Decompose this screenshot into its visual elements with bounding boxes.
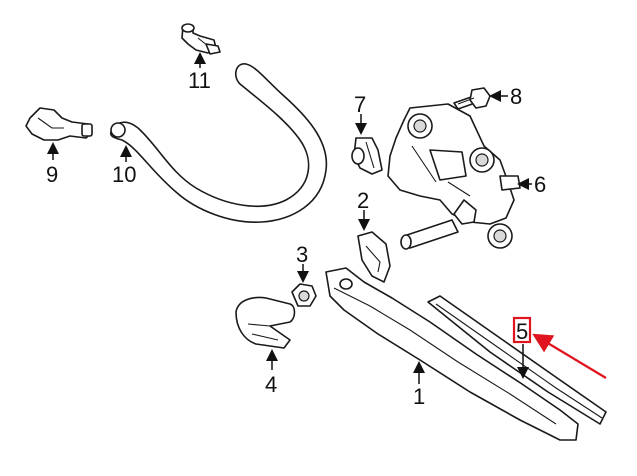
- callout-7: 7: [354, 92, 366, 117]
- washer-nozzle-part: [25, 107, 93, 141]
- nut-part: [291, 283, 317, 307]
- callout-2: 2: [357, 188, 369, 213]
- highlight-box: [512, 316, 532, 344]
- washer-hose-part: [109, 63, 328, 223]
- callout-3: 3: [296, 242, 308, 267]
- callout-10: 10: [112, 162, 136, 187]
- wiper-arm-part: [325, 267, 579, 441]
- cover-part: [235, 296, 296, 349]
- cap-part: [357, 231, 391, 283]
- callout-4: 4: [265, 372, 277, 397]
- highlight-arrow: [532, 333, 607, 379]
- hose-connector-part: [181, 23, 221, 55]
- callout-6: 6: [534, 172, 546, 197]
- wiper-motor-part: [387, 103, 521, 250]
- callout-5: 5: [516, 319, 528, 344]
- grommet-part: [351, 137, 383, 175]
- callout-8: 8: [510, 84, 522, 109]
- callout-1: 1: [413, 384, 425, 409]
- callout-9: 9: [46, 162, 58, 187]
- callout-11: 11: [188, 68, 211, 93]
- bolt-part: [453, 87, 491, 110]
